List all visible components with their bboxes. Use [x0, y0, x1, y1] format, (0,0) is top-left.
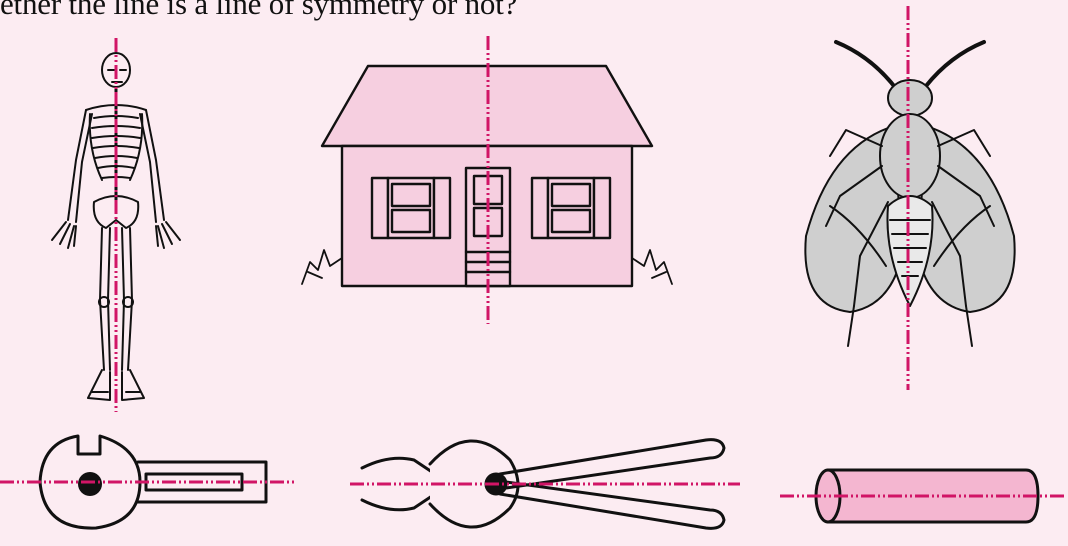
- tongs-figure: [350, 430, 740, 546]
- insect-figure: [790, 6, 1030, 390]
- cylinder-figure: [776, 466, 1068, 526]
- key-figure: [0, 418, 300, 546]
- skeleton-figure: [30, 30, 210, 420]
- key-hole: [78, 472, 102, 496]
- question-text: ether the line is a line of symmetry or …: [0, 0, 517, 22]
- house-figure: [300, 36, 680, 326]
